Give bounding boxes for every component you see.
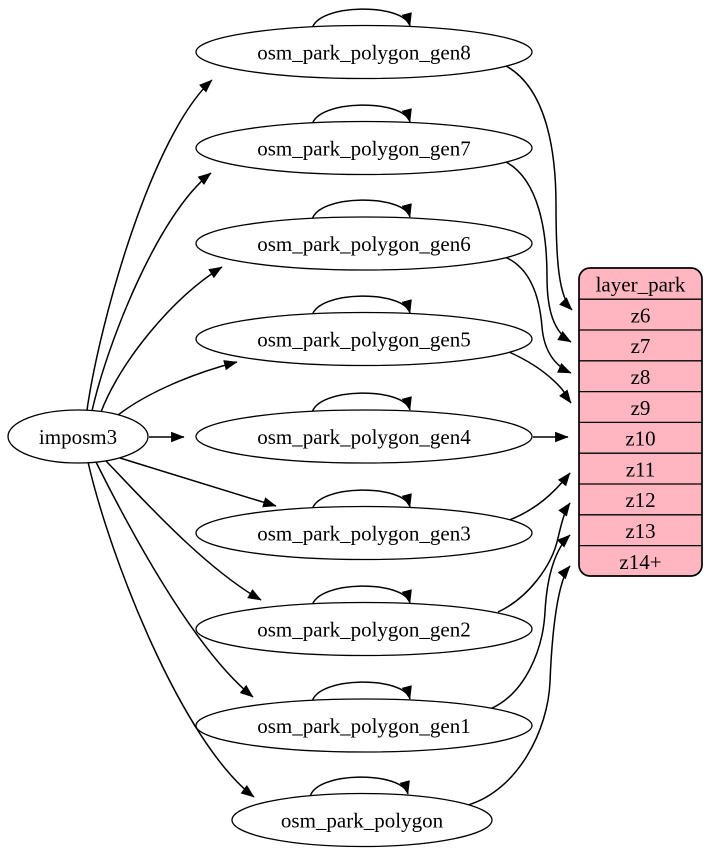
self-loop-gen3 xyxy=(311,489,412,511)
node-gen1-label: osm_park_polygon_gen1 xyxy=(257,714,470,738)
edges-tables-to-layer xyxy=(467,65,573,806)
node-gen1-shape xyxy=(195,698,533,753)
self-loop-gen2 xyxy=(311,585,412,607)
layer-row-z6: z6 xyxy=(631,304,651,328)
edge-gen1-z13 xyxy=(489,534,571,710)
self-loop-gen7 xyxy=(311,104,412,126)
edge-imposm3-gen6 xyxy=(100,266,223,413)
layer-row-z14plus: z14+ xyxy=(619,550,661,574)
node-gen3-shape xyxy=(195,505,533,561)
edge-gen8-z6 xyxy=(505,65,573,311)
edge-imposm3-gen2 xyxy=(105,460,262,601)
layer-row-z7: z7 xyxy=(631,334,651,358)
edge-imposm3-gen5 xyxy=(117,360,238,416)
layer-row-z8: z8 xyxy=(631,365,651,389)
layer-row-z11: z11 xyxy=(626,457,656,481)
node-polygon-label: osm_park_polygon xyxy=(281,809,444,833)
edge-imposm3-gen8 xyxy=(86,79,213,411)
node-osm-park-polygon-gen8: osm_park_polygon_gen8 xyxy=(195,24,533,80)
edges-self-loops xyxy=(309,8,412,798)
node-gen3-label: osm_park_polygon_gen3 xyxy=(257,522,470,546)
self-loop-gen6 xyxy=(311,199,412,221)
edge-gen6-z8 xyxy=(504,256,572,374)
edge-gen7-z7 xyxy=(505,161,572,343)
edge-gen2-z12 xyxy=(497,502,571,613)
node-osm-park-polygon: osm_park_polygon xyxy=(231,792,493,848)
layer-park-table: layer_park z6 z7 z8 z9 z10 z11 z12 z13 z… xyxy=(578,267,703,577)
self-loop-gen4 xyxy=(311,392,412,414)
layer-row-z13: z13 xyxy=(625,519,655,543)
self-loop-gen1 xyxy=(311,681,412,703)
node-imposm3-shape xyxy=(7,409,149,464)
node-osm-park-polygon-gen6: osm_park_polygon_gen6 xyxy=(195,216,533,271)
node-gen5-shape xyxy=(195,311,533,367)
edge-polygon-z14 xyxy=(467,565,571,806)
edges-source-to-tables xyxy=(86,79,277,798)
node-gen5-label: osm_park_polygon_gen5 xyxy=(257,328,470,352)
node-gen4-shape xyxy=(195,409,533,464)
self-loop-gen8 xyxy=(311,8,412,30)
node-imposm3-label: imposm3 xyxy=(39,425,117,449)
edge-imposm3-gen1 xyxy=(95,461,254,698)
node-gen2-shape xyxy=(195,601,533,657)
node-osm-park-polygon-gen1: osm_park_polygon_gen1 xyxy=(195,698,533,753)
edge-imposm3-gen3 xyxy=(119,457,277,508)
edge-gen3-z11 xyxy=(506,472,571,522)
node-gen7-label: osm_park_polygon_gen7 xyxy=(257,137,470,161)
node-osm-park-polygon-gen5: osm_park_polygon_gen5 xyxy=(195,311,533,367)
edge-imposm3-polygon xyxy=(87,461,255,798)
node-gen8-shape xyxy=(195,24,533,80)
node-imposm3: imposm3 xyxy=(7,409,149,464)
layer-row-z10: z10 xyxy=(625,427,655,451)
node-gen6-label: osm_park_polygon_gen6 xyxy=(257,232,470,256)
node-osm-park-polygon-gen3: osm_park_polygon_gen3 xyxy=(195,505,533,561)
edge-gen5-z9 xyxy=(508,351,572,404)
node-osm-park-polygon-gen7: osm_park_polygon_gen7 xyxy=(195,120,533,176)
node-gen2-label: osm_park_polygon_gen2 xyxy=(257,618,470,642)
self-loop-gen5 xyxy=(311,295,412,317)
node-osm-park-polygon-gen2: osm_park_polygon_gen2 xyxy=(195,601,533,657)
node-gen6-shape xyxy=(195,216,533,271)
node-gen4-label: osm_park_polygon_gen4 xyxy=(257,425,471,449)
self-loop-polygon xyxy=(309,776,410,798)
node-osm-park-polygon-gen4: osm_park_polygon_gen4 xyxy=(195,409,533,464)
edge-imposm3-gen7 xyxy=(91,172,212,412)
layer-park-title: layer_park xyxy=(596,273,686,297)
layer-row-z12: z12 xyxy=(625,488,655,512)
node-gen8-label: osm_park_polygon_gen8 xyxy=(257,41,470,65)
node-gen7-shape xyxy=(195,120,533,176)
layer-row-z9: z9 xyxy=(631,396,651,420)
node-polygon-shape xyxy=(231,792,493,848)
